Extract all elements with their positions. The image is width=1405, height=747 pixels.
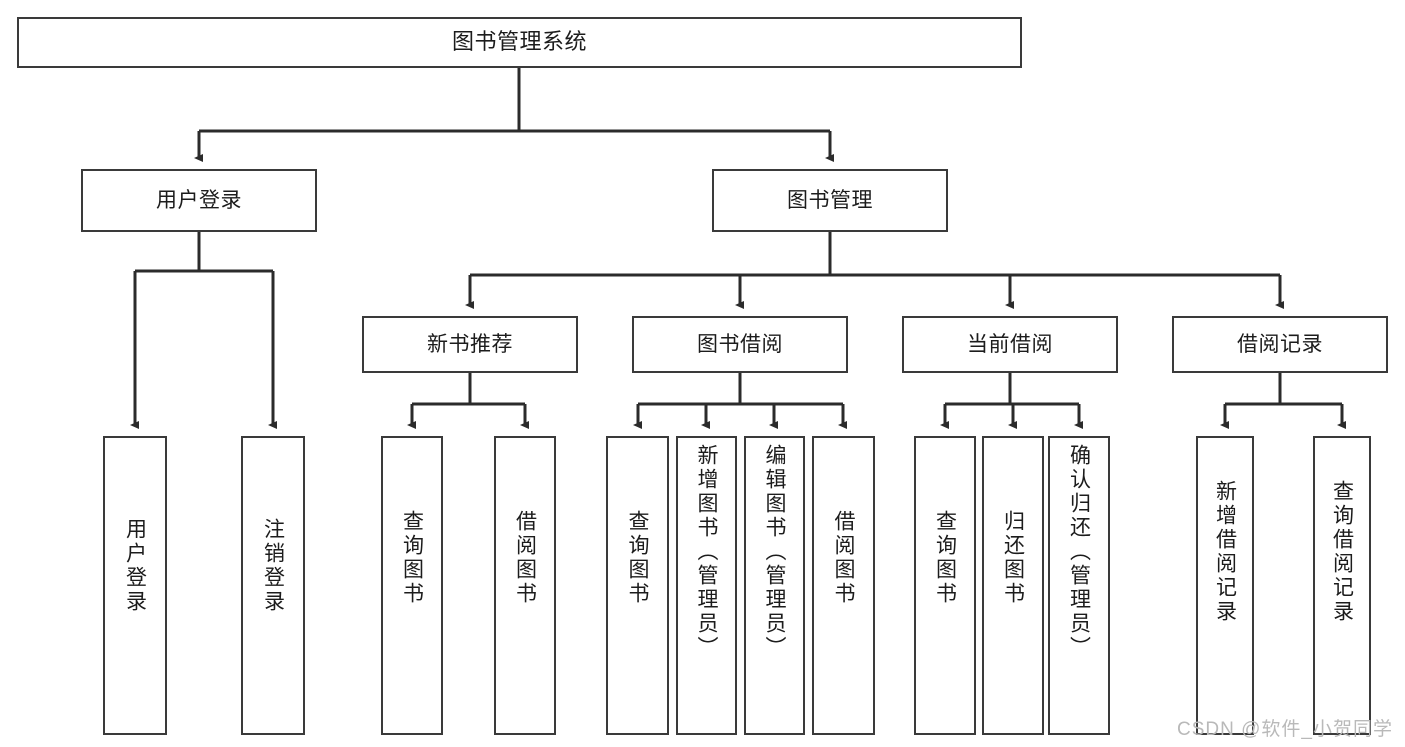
watermark: CSDN @软件_小贺同学	[1177, 719, 1393, 740]
node-book-borrow[interactable]: 图书借阅	[632, 316, 848, 373]
leaf-query-book-1[interactable]: 查询图书	[381, 436, 443, 735]
node-book-manage[interactable]: 图书管理	[712, 169, 948, 232]
node-new-book-rec[interactable]: 新书推荐	[362, 316, 578, 373]
leaf-borrow-book-1-label: 借阅图书	[513, 510, 537, 606]
node-borrow-record[interactable]: 借阅记录	[1172, 316, 1388, 373]
leaf-return-book-label: 归还图书	[1001, 510, 1025, 606]
leaf-borrow-book-2-label: 借阅图书	[832, 510, 855, 606]
leaf-edit-book[interactable]: 编辑图书（管理员）	[744, 436, 805, 735]
leaf-logout[interactable]: 注销登录	[241, 436, 305, 735]
node-root-label: 图书管理系统	[451, 29, 587, 55]
leaf-query-book-2-label: 查询图书	[626, 510, 649, 606]
leaf-confirm-return[interactable]: 确认归还（管理员）	[1048, 436, 1110, 735]
leaf-query-record-label: 查询借阅记录	[1330, 480, 1354, 624]
leaf-query-book-3[interactable]: 查询图书	[914, 436, 976, 735]
leaf-borrow-book-2[interactable]: 借阅图书	[812, 436, 875, 735]
node-root[interactable]: 图书管理系统	[17, 17, 1022, 68]
leaf-query-book-1-label: 查询图书	[400, 510, 424, 606]
node-user-login[interactable]: 用户登录	[81, 169, 317, 232]
node-new-book-rec-label: 新书推荐	[427, 332, 513, 356]
leaf-add-record-label: 新增借阅记录	[1213, 480, 1237, 624]
node-user-login-label: 用户登录	[156, 188, 242, 212]
leaf-query-book-2[interactable]: 查询图书	[606, 436, 669, 735]
leaf-confirm-return-label: 确认归还（管理员）	[1067, 444, 1091, 660]
leaf-borrow-book-1[interactable]: 借阅图书	[494, 436, 556, 735]
leaf-logout-label: 注销登录	[261, 518, 285, 614]
leaf-add-record[interactable]: 新增借阅记录	[1196, 436, 1254, 735]
node-current-borrow[interactable]: 当前借阅	[902, 316, 1118, 373]
node-current-borrow-label: 当前借阅	[967, 332, 1053, 356]
node-borrow-record-label: 借阅记录	[1237, 332, 1323, 356]
leaf-add-book[interactable]: 新增图书（管理员）	[676, 436, 737, 735]
leaf-query-book-3-label: 查询图书	[933, 510, 957, 606]
node-book-borrow-label: 图书借阅	[697, 332, 783, 356]
node-book-manage-label: 图书管理	[787, 188, 873, 212]
leaf-return-book[interactable]: 归还图书	[982, 436, 1044, 735]
leaf-add-book-label: 新增图书（管理员）	[695, 444, 718, 660]
leaf-user-login[interactable]: 用户登录	[103, 436, 167, 735]
leaf-edit-book-label: 编辑图书（管理员）	[763, 444, 786, 660]
leaf-query-record[interactable]: 查询借阅记录	[1313, 436, 1371, 735]
leaf-user-login-label: 用户登录	[123, 518, 147, 614]
